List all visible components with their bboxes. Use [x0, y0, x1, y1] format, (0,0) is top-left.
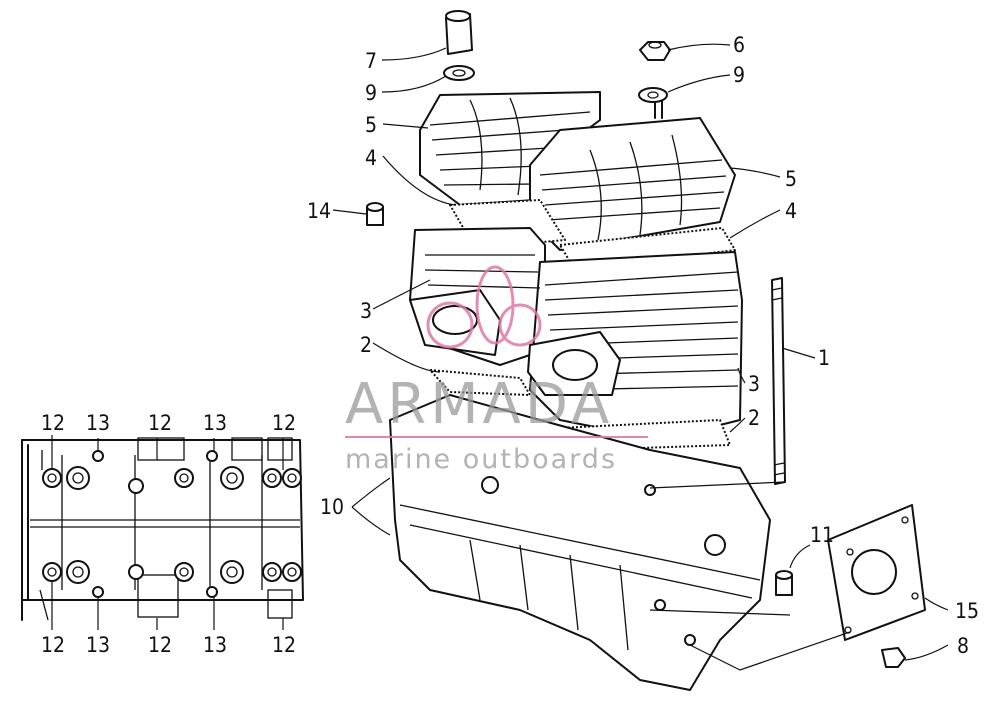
crankcase [389, 394, 771, 691]
logo-ring-right [498, 303, 542, 347]
base-gaskets [429, 369, 731, 451]
watermark-logo-mark [426, 265, 542, 349]
washer-right [638, 87, 668, 103]
washer-left [443, 65, 475, 81]
stud-bolt [771, 277, 786, 485]
crankcase-bottom-view [21, 437, 304, 621]
logo-ring-left [426, 301, 474, 349]
callout-13-bottom-right: 13 [203, 633, 227, 657]
callout-9-left: 9 [365, 81, 377, 105]
callout-6: 6 [733, 33, 745, 57]
callout-12-bottom-center: 12 [148, 633, 172, 657]
callout-5-right: 5 [785, 167, 797, 191]
callout-12-top-right: 12 [272, 411, 296, 435]
cover-plate [827, 504, 926, 641]
callout-11: 11 [810, 523, 834, 547]
callout-12-bottom-right: 12 [272, 633, 296, 657]
watermark-subtitle: marine outboards [345, 444, 617, 475]
callout-13-top-right: 13 [203, 411, 227, 435]
callout-labels: 1 2 2 3 3 4 4 5 5 6 7 8 9 9 10 11 14 15 … [41, 33, 979, 658]
dowel-pin-right [775, 570, 793, 596]
callout-2-left: 2 [360, 333, 372, 357]
callout-12-top-left: 12 [41, 411, 65, 435]
callout-3-right: 3 [748, 372, 760, 396]
screw [881, 647, 906, 668]
callout-13-bottom-left: 13 [86, 633, 110, 657]
watermark-title: ARMADA [345, 372, 613, 437]
callout-5-left: 5 [365, 113, 377, 137]
callout-2-right: 2 [748, 406, 760, 430]
callout-9-right: 9 [733, 63, 745, 87]
callout-10: 10 [320, 495, 344, 519]
callout-14: 14 [307, 199, 331, 223]
callout-12-top-center: 12 [148, 411, 172, 435]
callout-13-top-left: 13 [86, 411, 110, 435]
callout-7: 7 [365, 49, 377, 73]
nut-right [639, 41, 671, 61]
dowel-pin-left [366, 202, 384, 226]
callout-3-left: 3 [360, 299, 372, 323]
callout-15: 15 [955, 599, 979, 623]
callout-4-left: 4 [365, 146, 377, 170]
callout-1: 1 [818, 346, 830, 370]
sleeve-nut [445, 10, 473, 55]
callout-4-right: 4 [785, 199, 797, 223]
callout-12-bottom-left: 12 [41, 633, 65, 657]
leader-lines [51, 43, 949, 671]
callout-8: 8 [957, 634, 969, 658]
watermark: ARMADA marine outboards [345, 265, 648, 475]
